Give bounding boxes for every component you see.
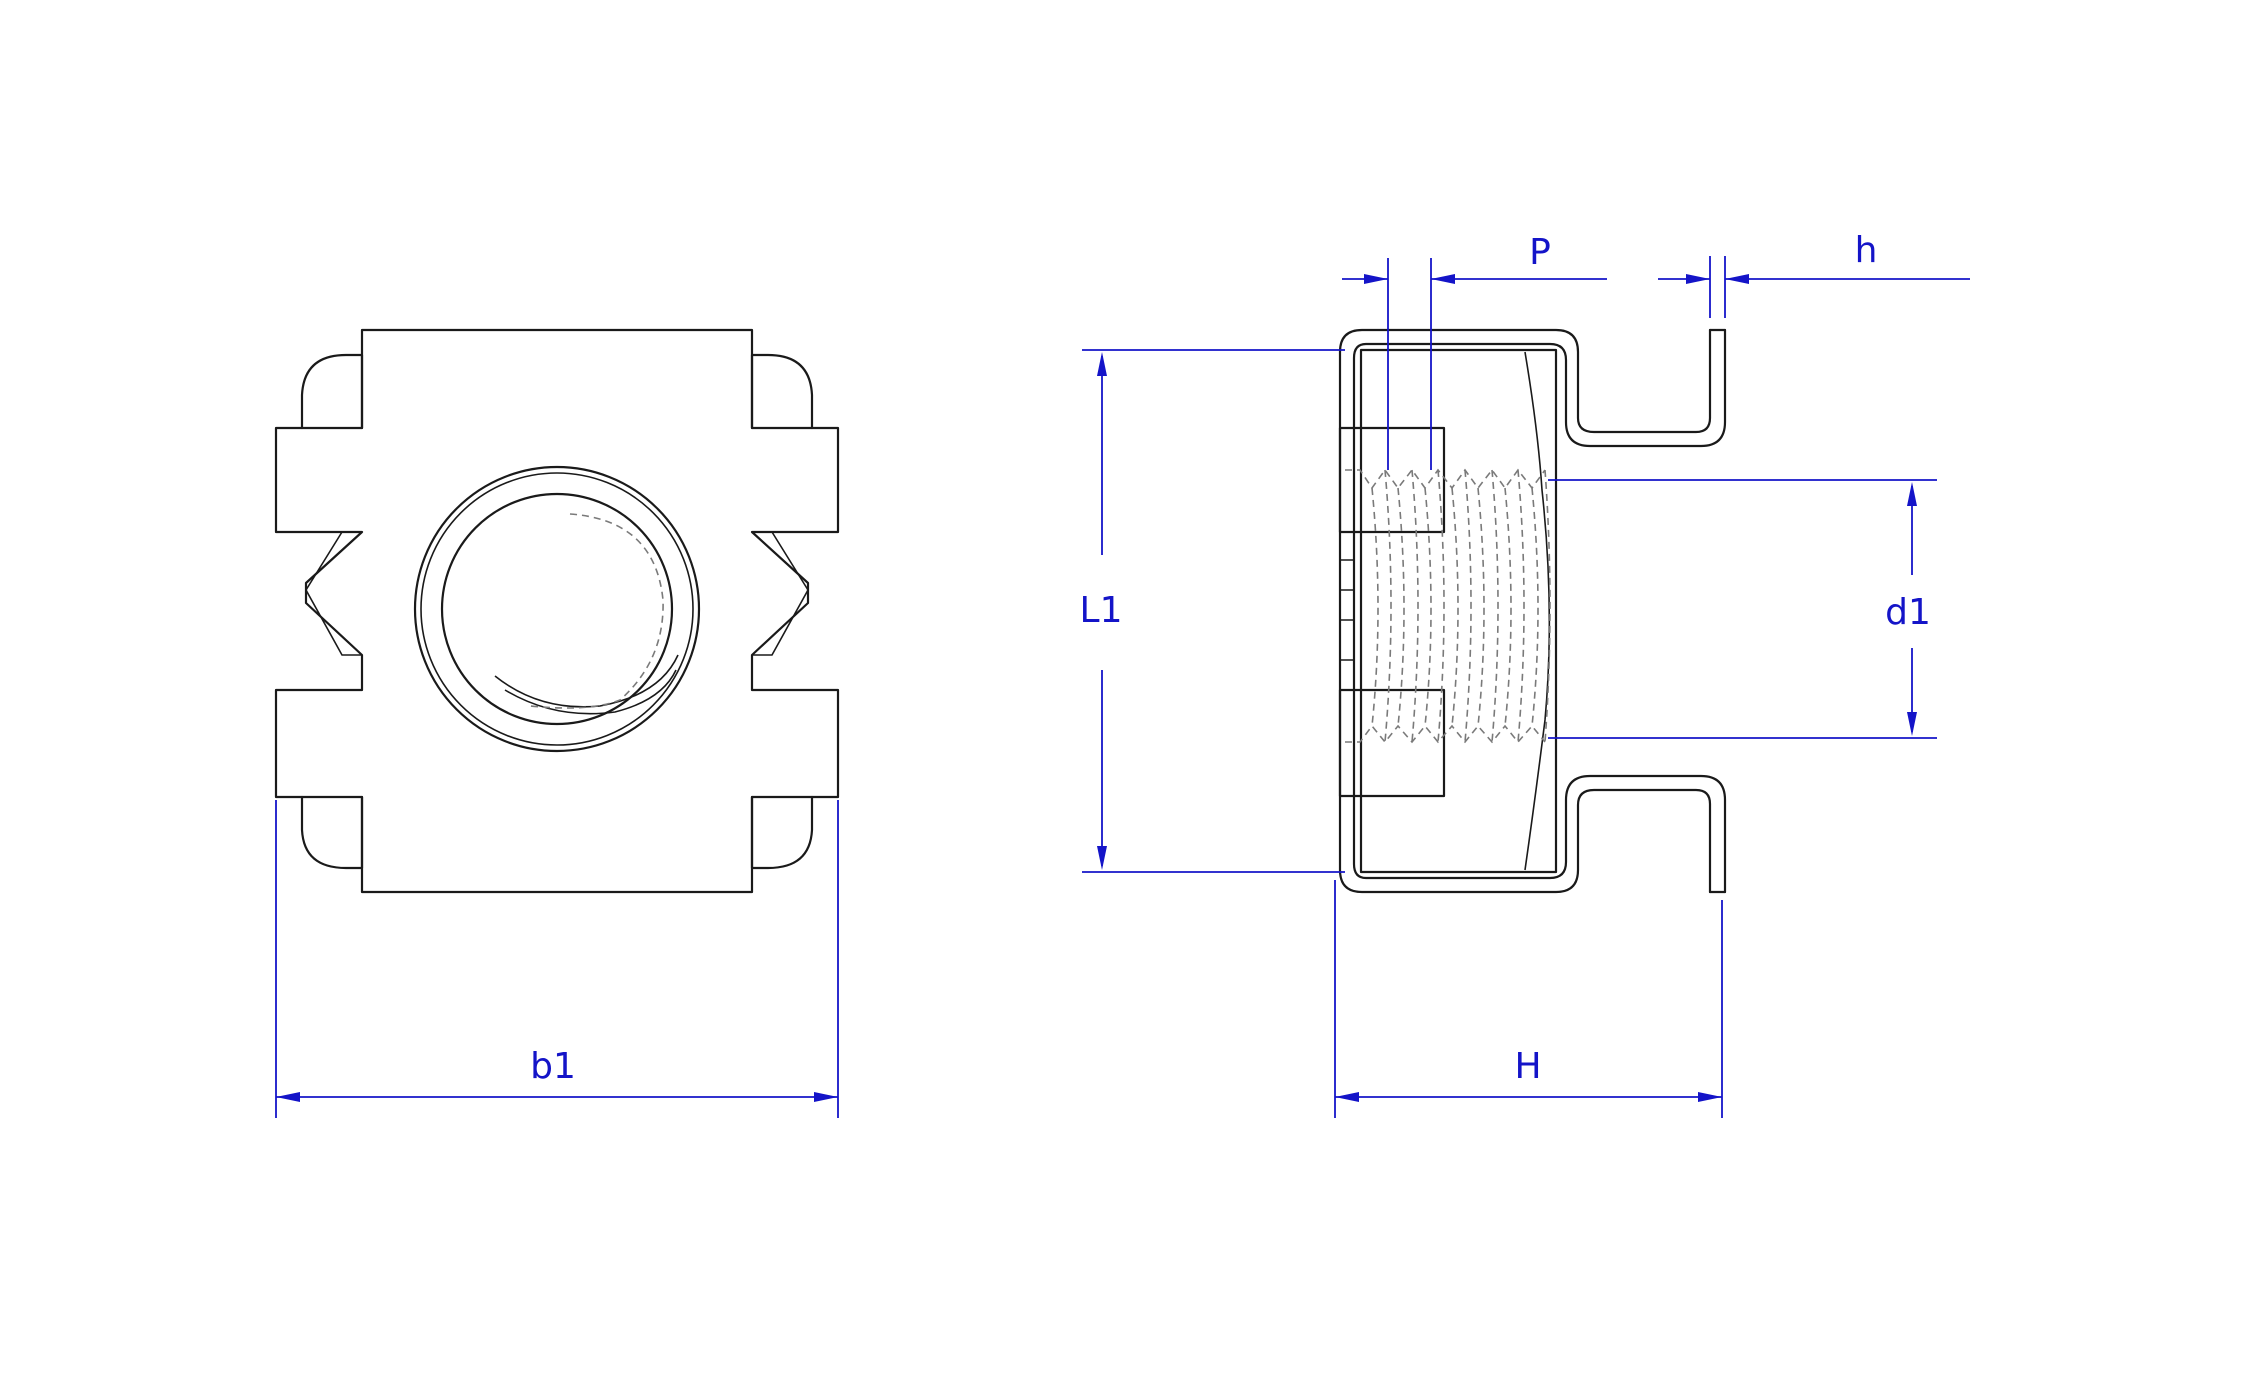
nut-body <box>1359 348 1558 874</box>
nut-curved-face <box>1524 351 1551 871</box>
dimension-label-P: P <box>1529 232 1551 273</box>
dimension-b1: b1 <box>275 800 839 1118</box>
thread-hidden-arc <box>529 513 664 709</box>
spring-ridge-left <box>305 531 362 656</box>
spring-ridge-right <box>752 531 809 656</box>
corner-tab-top-left <box>300 353 364 430</box>
cage-outline <box>274 328 840 894</box>
thread-bore <box>440 492 674 726</box>
thread-hidden-profile-lower <box>1345 724 1546 744</box>
dimension-h: h <box>1658 230 1970 318</box>
corner-tab-top-right <box>750 353 814 430</box>
dimension-label-L1: L1 <box>1080 590 1123 631</box>
thread-hidden-flanks <box>1371 469 1551 743</box>
cage-sheet-inner <box>1352 328 1727 894</box>
nut-outer-ring <box>413 465 701 753</box>
side-view <box>1338 328 1727 894</box>
dimension-label-H: H <box>1514 1046 1541 1087</box>
clip-lower <box>1338 688 1446 798</box>
dimension-label-d1: d1 <box>1885 592 1931 633</box>
thread-start-arc <box>494 654 679 708</box>
dimension-H: H <box>1334 880 1723 1118</box>
thread-start-arc-inner <box>504 669 677 715</box>
clip-steps <box>1340 531 1354 661</box>
dimension-d1: d1 <box>1548 479 1937 739</box>
dimension-label-h: h <box>1855 230 1878 271</box>
nut-chamfer-ring <box>420 472 694 746</box>
front-view <box>274 328 840 894</box>
thread-hidden-profile <box>1345 468 1546 490</box>
cage-sheet-outer <box>1338 328 1712 894</box>
corner-tab-bottom-right <box>750 795 814 870</box>
corner-tab-bottom-left <box>300 795 364 870</box>
dimension-L1: L1 <box>1080 349 1345 873</box>
clip-upper <box>1338 426 1446 534</box>
dimension-label-b1: b1 <box>530 1046 576 1087</box>
dimension-P: P <box>1342 232 1607 470</box>
